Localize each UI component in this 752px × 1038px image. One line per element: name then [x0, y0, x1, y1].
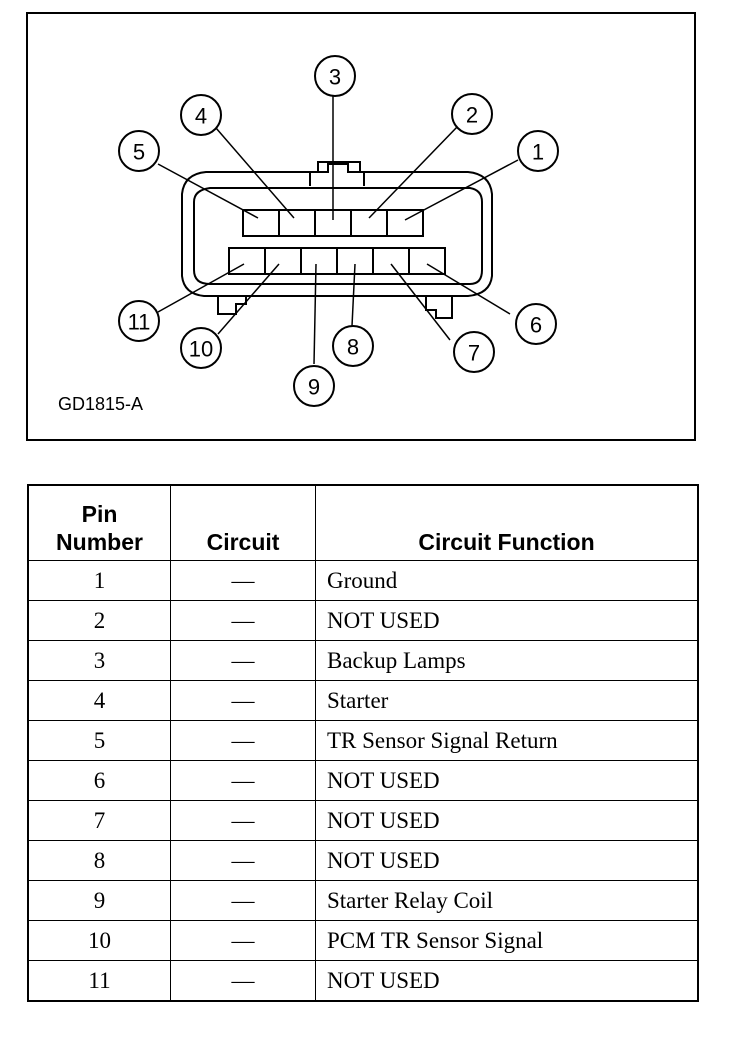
callout-circle-4: [180, 94, 222, 136]
cell-pin: 3: [27, 640, 171, 681]
cell-function: Ground: [315, 560, 699, 601]
pin-function-table: Pin Number Circuit Circuit Function 1 — …: [27, 484, 699, 1002]
cell-circuit: —: [170, 960, 316, 1002]
callout-label-9: 9: [308, 375, 320, 400]
cell-function: PCM TR Sensor Signal: [315, 920, 699, 961]
cell-circuit: —: [170, 800, 316, 841]
header-circuit-function: Circuit Function: [315, 484, 699, 561]
cell-pin: 6: [27, 760, 171, 801]
leader-8: [351, 263, 356, 327]
cell-pin: 1: [27, 560, 171, 601]
header-pin-line2: Number: [56, 529, 143, 555]
table-header-row: Pin Number Circuit Circuit Function: [27, 484, 699, 561]
cell-function: Backup Lamps: [315, 640, 699, 681]
connector-face-drawing: 1 2 3 4 5 6 7 8 9 10 11 GD1815-A: [58, 55, 559, 414]
figure-id: GD1815-A: [58, 394, 143, 414]
cell-function: NOT USED: [315, 760, 699, 801]
cell-circuit: —: [170, 720, 316, 761]
leader-9: [313, 263, 317, 365]
callout-circle-3: [314, 55, 356, 97]
leader-5: [157, 163, 259, 219]
terminal-1: [386, 209, 424, 237]
cell-pin: 7: [27, 800, 171, 841]
table-row: 7 — NOT USED: [27, 800, 699, 841]
callout-circle-10: [180, 327, 222, 369]
leader-1: [404, 159, 519, 221]
terminal-2: [350, 209, 388, 237]
terminal-4: [278, 209, 316, 237]
cell-function: Starter Relay Coil: [315, 880, 699, 921]
leader-4: [215, 127, 295, 219]
table-row: 9 — Starter Relay Coil: [27, 880, 699, 921]
header-circuit: Circuit: [170, 484, 316, 561]
callout-circle-5: [118, 130, 160, 172]
terminal-6: [408, 247, 446, 275]
callout-circle-8: [332, 325, 374, 367]
cell-pin: 4: [27, 680, 171, 721]
cell-function: Starter: [315, 680, 699, 721]
leader-7: [390, 263, 451, 341]
leader-2: [368, 125, 459, 219]
cell-pin: 11: [27, 960, 171, 1002]
connector-housing: [181, 161, 493, 297]
callout-label-11: 11: [128, 310, 151, 335]
callout-label-10: 10: [189, 337, 213, 362]
connector-key: [309, 163, 365, 186]
terminal-9: [300, 247, 338, 275]
cell-pin: 5: [27, 720, 171, 761]
cell-function: NOT USED: [315, 840, 699, 881]
cell-circuit: —: [170, 600, 316, 641]
leader-11: [157, 263, 245, 313]
callout-label-6: 6: [530, 313, 542, 338]
cell-pin: 9: [27, 880, 171, 921]
callout-circle-9: [293, 365, 335, 407]
callout-label-3: 3: [329, 65, 341, 90]
table-row: 11 — NOT USED: [27, 960, 699, 1002]
callout-label-7: 7: [468, 341, 480, 366]
table-row: 3 — Backup Lamps: [27, 640, 699, 681]
cell-circuit: —: [170, 640, 316, 681]
callout-circle-2: [451, 93, 493, 135]
leader-6: [426, 263, 511, 315]
cell-pin: 8: [27, 840, 171, 881]
cell-function: TR Sensor Signal Return: [315, 720, 699, 761]
cell-circuit: —: [170, 760, 316, 801]
callout-label-4: 4: [195, 104, 207, 129]
latch-right: [425, 296, 453, 319]
callout-circle-7: [453, 331, 495, 373]
terminal-7: [372, 247, 410, 275]
table-row: 6 — NOT USED: [27, 760, 699, 801]
terminal-5: [242, 209, 280, 237]
callout-circle-6: [515, 303, 557, 345]
header-pin-number: Pin Number: [27, 484, 171, 561]
cell-function: NOT USED: [315, 600, 699, 641]
callout-label-1: 1: [532, 140, 544, 165]
cell-circuit: —: [170, 880, 316, 921]
table-row: 1 — Ground: [27, 560, 699, 601]
leader-10: [217, 263, 280, 335]
cell-circuit: —: [170, 840, 316, 881]
terminal-10: [264, 247, 302, 275]
table-row: 5 — TR Sensor Signal Return: [27, 720, 699, 761]
cell-pin: 10: [27, 920, 171, 961]
cell-circuit: —: [170, 920, 316, 961]
table-row: 10 — PCM TR Sensor Signal: [27, 920, 699, 961]
cell-circuit: —: [170, 680, 316, 721]
cell-function: NOT USED: [315, 800, 699, 841]
latch-left: [217, 296, 247, 315]
callout-circle-1: [517, 130, 559, 172]
table-row: 2 — NOT USED: [27, 600, 699, 641]
callout-label-2: 2: [466, 103, 478, 128]
connector-diagram: 1 2 3 4 5 6 7 8 9 10 11 GD1815-A: [26, 12, 696, 441]
cell-circuit: —: [170, 560, 316, 601]
table-row: 8 — NOT USED: [27, 840, 699, 881]
table-row: 4 — Starter: [27, 680, 699, 721]
callout-label-5: 5: [133, 140, 145, 165]
cell-pin: 2: [27, 600, 171, 641]
callout-label-8: 8: [347, 335, 359, 360]
header-pin-line1: Pin: [81, 501, 118, 527]
connector-inner-outline: [193, 187, 483, 285]
callout-circle-11: [118, 300, 160, 342]
cell-function: NOT USED: [315, 960, 699, 1002]
